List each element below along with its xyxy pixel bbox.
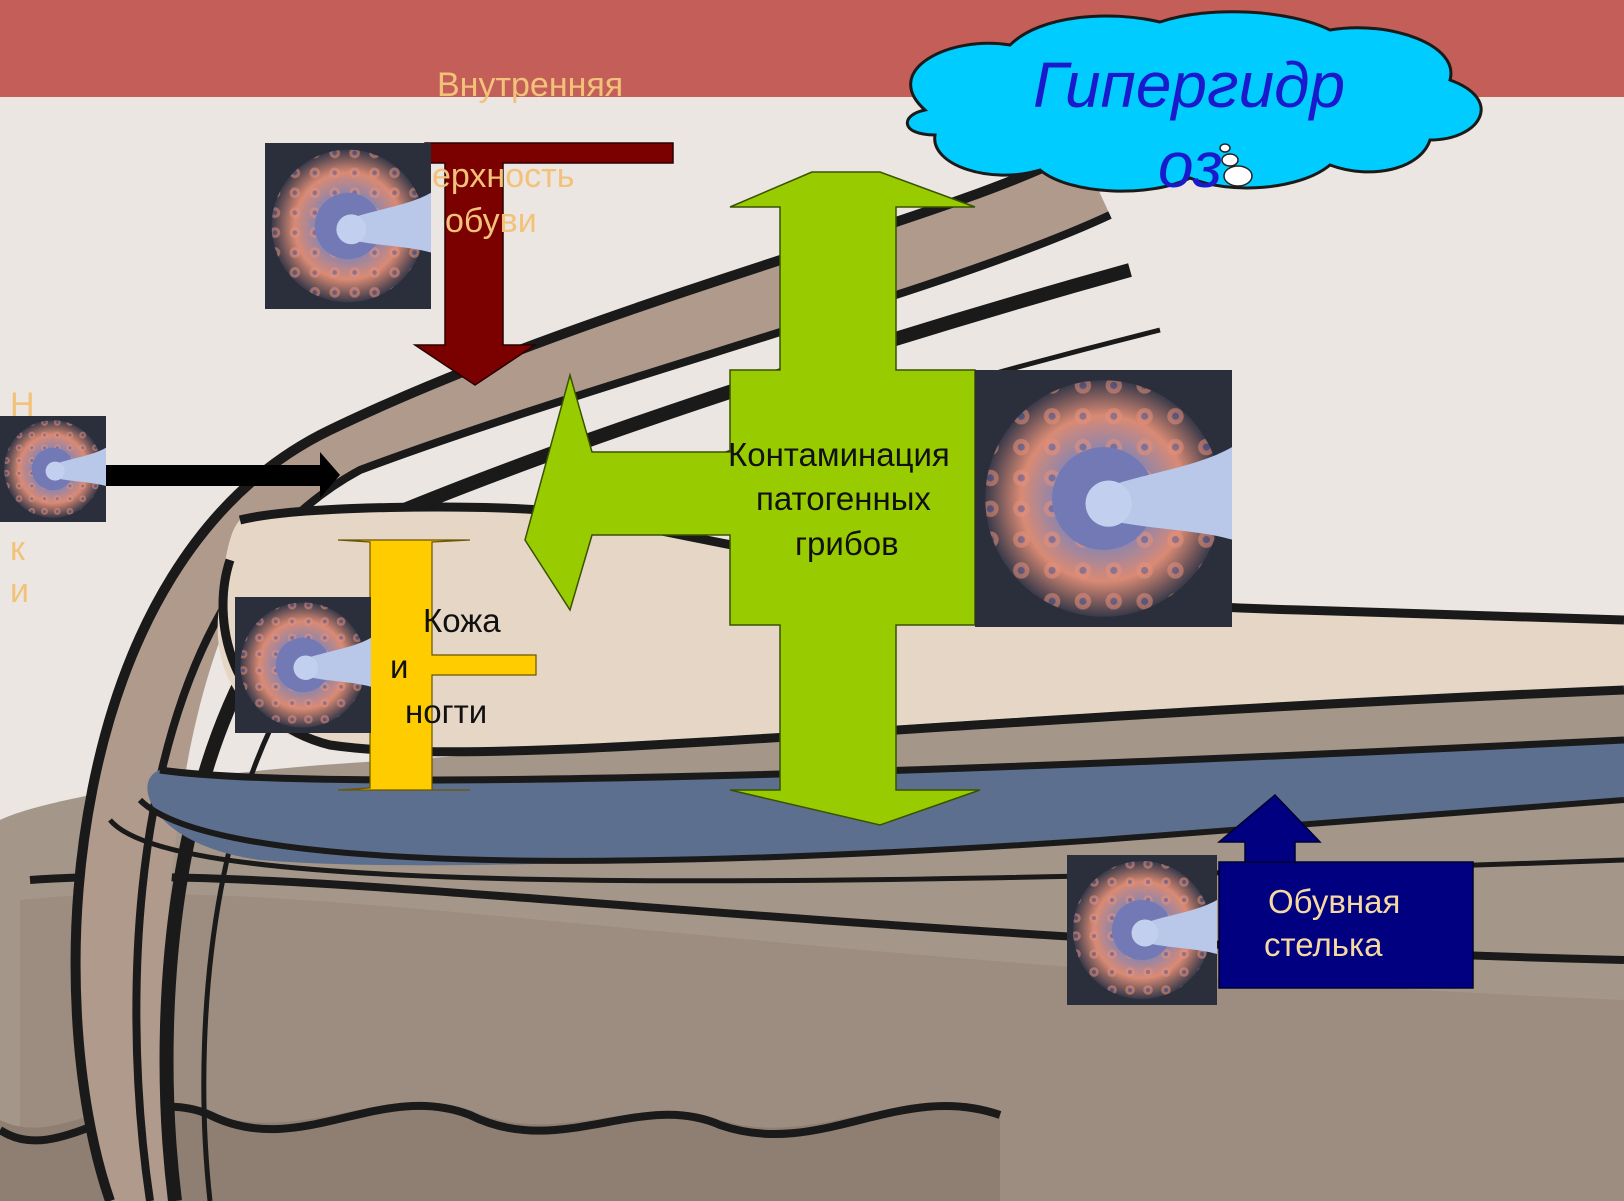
skin-nails-line-1: Кожа xyxy=(423,602,501,640)
contamination-line-3: грибов xyxy=(795,525,899,563)
fungus-spore-icon xyxy=(0,416,106,522)
contamination-line-1: Контаминация xyxy=(728,436,950,474)
fungus-spore-icon xyxy=(975,370,1232,627)
fungus-spore-icon xyxy=(265,143,431,309)
title-line-2: оз xyxy=(1158,128,1223,202)
insole-line-2: стелька xyxy=(1264,926,1382,964)
fungus-spore-icon xyxy=(235,597,371,733)
skin-nails-line-2: и xyxy=(390,648,408,686)
contamination-line-2: патогенных xyxy=(756,480,931,518)
insole-line-1: Обувная xyxy=(1268,883,1400,921)
inner-surface-line-3: обуви xyxy=(445,202,537,241)
socks-letter-2: к xyxy=(10,530,25,569)
socks-letter-1: Н xyxy=(10,386,35,425)
fungus-spore-icon xyxy=(1067,855,1217,1005)
title-line-1: Гипергидр xyxy=(1033,48,1345,122)
inner-surface-line-2: ерхность xyxy=(432,157,574,196)
socks-letter-3: и xyxy=(10,572,29,611)
skin-nails-line-3: ногти xyxy=(405,693,487,731)
inner-surface-line-1: Внутренняя xyxy=(437,66,623,105)
